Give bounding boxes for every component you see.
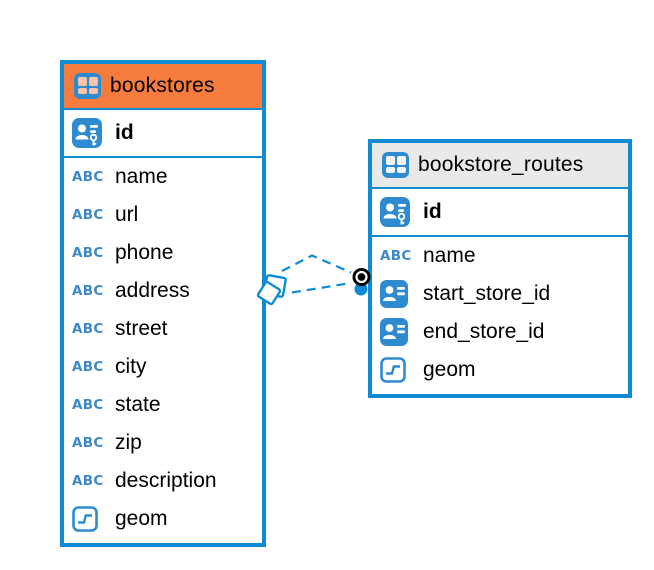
field-row-url[interactable]: ABC url [64, 196, 262, 234]
primary-key-icon [380, 197, 414, 227]
text-type-icon: ABC [72, 207, 104, 223]
relationship-line-lower [291, 281, 352, 294]
table-bookstores-header[interactable]: bookstores [64, 64, 262, 110]
table-icon-cell [385, 156, 395, 165]
field-name: street [115, 317, 168, 340]
table-bookstore-routes[interactable]: bookstore_routes id ABC name [368, 139, 632, 398]
field-row-street[interactable]: ABC street [64, 310, 262, 348]
table-icon-cell [77, 88, 87, 94]
field-name: name [423, 244, 476, 267]
field-list: ABC name ABC url ABC phone ABC address A… [64, 158, 262, 543]
field-row-name[interactable]: ABC name [372, 237, 628, 275]
primary-key-icon [72, 118, 106, 148]
text-type-icon: ABC [72, 473, 104, 489]
text-type-icon: ABC [72, 169, 104, 185]
text-type-icon: ABC [380, 248, 412, 264]
table-icon [74, 73, 101, 99]
table-icon-cell [396, 156, 406, 165]
text-type-icon: ABC [72, 321, 104, 337]
field-name: start_store_id [423, 282, 551, 305]
table-bookstore-routes-header[interactable]: bookstore_routes [372, 143, 628, 189]
field-row-address[interactable]: ABC address [64, 272, 262, 310]
text-type-icon: ABC [72, 435, 104, 451]
field-name: geom [423, 358, 476, 381]
field-row-description[interactable]: ABC description [64, 462, 262, 500]
field-row-id[interactable]: id [372, 189, 628, 237]
table-icon-cell [77, 77, 87, 86]
field-name: city [115, 355, 147, 378]
field-row-city[interactable]: ABC city [64, 348, 262, 386]
table-icon [382, 152, 409, 178]
text-type-icon: ABC [72, 283, 104, 299]
text-type-icon: ABC [72, 359, 104, 375]
table-icon-cell [88, 77, 98, 86]
table-title: bookstore_routes [418, 153, 584, 176]
field-name: name [115, 165, 168, 188]
table-bookstores[interactable]: bookstores id ABC name [60, 60, 266, 547]
field-row-state[interactable]: ABC state [64, 386, 262, 424]
field-row-phone[interactable]: ABC phone [64, 234, 262, 272]
field-name: geom [115, 507, 168, 530]
field-name: description [115, 469, 217, 492]
table-icon-cell [396, 167, 406, 173]
table-icon-cell [88, 88, 98, 94]
geometry-type-icon [380, 357, 414, 383]
field-row-zip[interactable]: ABC zip [64, 424, 262, 462]
field-row-name[interactable]: ABC name [64, 158, 262, 196]
table-title: bookstores [110, 74, 215, 97]
field-name: url [115, 203, 139, 226]
field-row-geom[interactable]: geom [372, 351, 628, 389]
field-name: id [423, 200, 442, 223]
field-name: phone [115, 241, 174, 264]
foreign-key-icon [380, 318, 414, 346]
foreign-key-icon [380, 280, 414, 308]
relationship-line-upper [281, 254, 352, 274]
field-row-id[interactable]: id [64, 110, 262, 158]
table-icon-cell [385, 167, 395, 173]
text-type-icon: ABC [72, 397, 104, 413]
field-list: ABC name start_store_id [372, 237, 628, 394]
geometry-type-icon [72, 506, 106, 532]
field-row-end-store-id[interactable]: end_store_id [372, 313, 628, 351]
field-name: address [115, 279, 190, 302]
text-type-icon: ABC [72, 245, 104, 261]
field-name: state [115, 393, 161, 416]
field-name: end_store_id [423, 320, 545, 343]
field-name: id [115, 121, 134, 144]
field-name: zip [115, 431, 142, 454]
field-row-start-store-id[interactable]: start_store_id [372, 275, 628, 313]
field-row-geom[interactable]: geom [64, 500, 262, 538]
